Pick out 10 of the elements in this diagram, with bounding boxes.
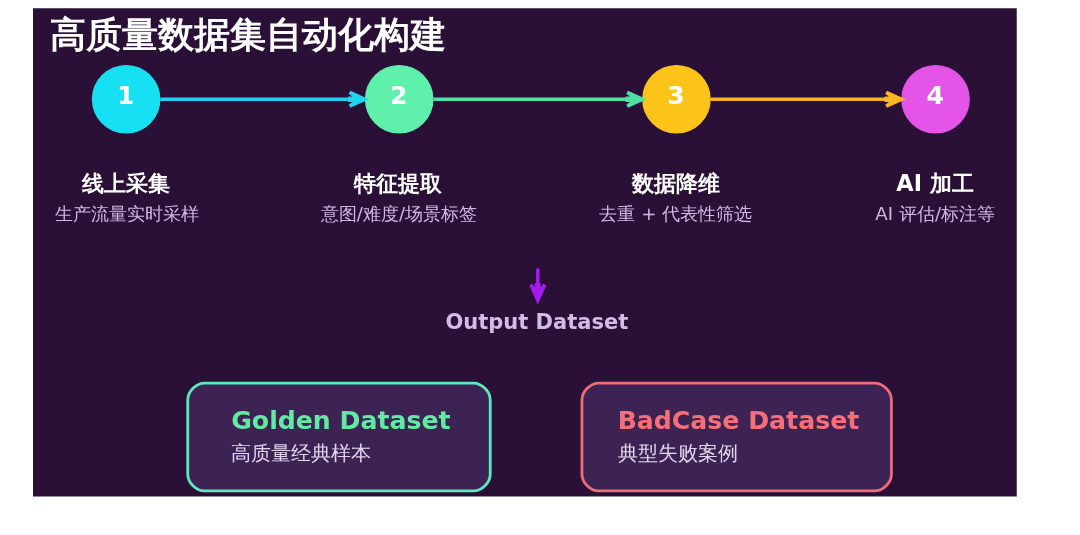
node-label: 意图/难度/场景标签 — [320, 203, 478, 225]
node-label: 去重 + 代表性筛选 — [599, 203, 753, 225]
node-label: AI 评估/标注等 — [875, 203, 996, 225]
node-label: 线上采集 — [82, 170, 171, 197]
node-label: 数据降维 — [631, 170, 720, 197]
node-label: 生产流量实时采样 — [54, 203, 199, 225]
diagram-title: 高质量数据集自动化构建 — [49, 13, 446, 57]
node-text: Output Dataset — [445, 310, 629, 335]
node-label: AI 加工 — [896, 170, 974, 197]
node-label: 特征提取 — [354, 170, 443, 197]
